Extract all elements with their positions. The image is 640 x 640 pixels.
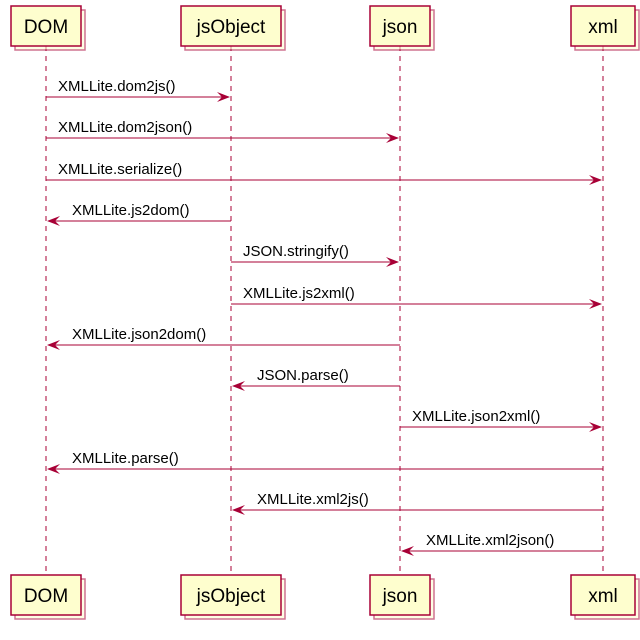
message-label: JSON.parse() [257,367,349,384]
arrowhead-icon [47,340,60,350]
participant-box [180,574,282,616]
message-label: XMLLite.xml2js() [257,491,369,508]
arrowhead-icon [589,299,602,309]
arrowhead-icon [47,216,60,226]
participant-label: xml [588,17,618,38]
participant-box [10,574,82,616]
participant-label: xml [588,586,618,607]
message-label: XMLLite.dom2js() [58,78,176,95]
message-xmllite-serialize: XMLLite.serialize() [46,161,602,185]
message-xmllite-dom2js: XMLLite.dom2js() [46,78,230,102]
participant-json-bottom: json [369,574,435,620]
participant-box [10,5,82,47]
message-label: XMLLite.js2xml() [243,285,355,302]
participant-label: json [382,586,418,607]
message-xmllite-xml2js: XMLLite.xml2js() [232,491,603,515]
arrowhead-icon [589,422,602,432]
message-label: XMLLite.js2dom() [72,202,190,219]
participant-label: json [382,17,418,38]
participant-box [570,5,636,47]
message-json-parse: JSON.parse() [232,367,400,391]
participant-dom-top: DOM [10,5,86,51]
participant-box [570,574,636,616]
participant-dom-bottom: DOM [10,574,86,620]
message-xmllite-xml2json: XMLLite.xml2json() [401,532,603,556]
arrowhead-icon [47,464,60,474]
participant-xml-bottom: xml [570,574,640,620]
message-xmllite-dom2json: XMLLite.dom2json() [46,119,399,143]
participant-label: DOM [24,586,68,607]
arrowhead-icon [386,133,399,143]
arrowhead-icon [232,381,245,391]
participant-json-top: json [369,5,435,51]
message-xmllite-json2dom: XMLLite.json2dom() [47,326,400,350]
participant-box [369,574,431,616]
participant-label: jsObject [196,586,266,607]
participant-label: jsObject [196,17,266,38]
message-label: XMLLite.serialize() [58,161,182,178]
arrowhead-icon [232,505,245,515]
participant-box [369,5,431,47]
arrowhead-icon [386,257,399,267]
message-label: JSON.stringify() [243,243,349,260]
message-xmllite-js2xml: XMLLite.js2xml() [231,285,602,309]
message-xmllite-parse: XMLLite.parse() [47,450,603,474]
message-label: XMLLite.dom2json() [58,119,192,136]
participant-label: DOM [24,17,68,38]
participant-jsobject-bottom: jsObject [180,574,286,620]
message-label: XMLLite.parse() [72,450,179,467]
message-label: XMLLite.json2dom() [72,326,206,343]
message-label: XMLLite.json2xml() [412,408,540,425]
arrowhead-icon [401,546,414,556]
message-xmllite-js2dom: XMLLite.js2dom() [47,202,231,226]
participant-box [180,5,282,47]
participant-xml-top: xml [570,5,640,51]
message-json-stringify: JSON.stringify() [231,243,399,267]
arrowhead-icon [589,175,602,185]
participant-jsobject-top: jsObject [180,5,286,51]
message-label: XMLLite.xml2json() [426,532,554,549]
message-xmllite-json2xml: XMLLite.json2xml() [400,408,602,432]
arrowhead-icon [217,92,230,102]
